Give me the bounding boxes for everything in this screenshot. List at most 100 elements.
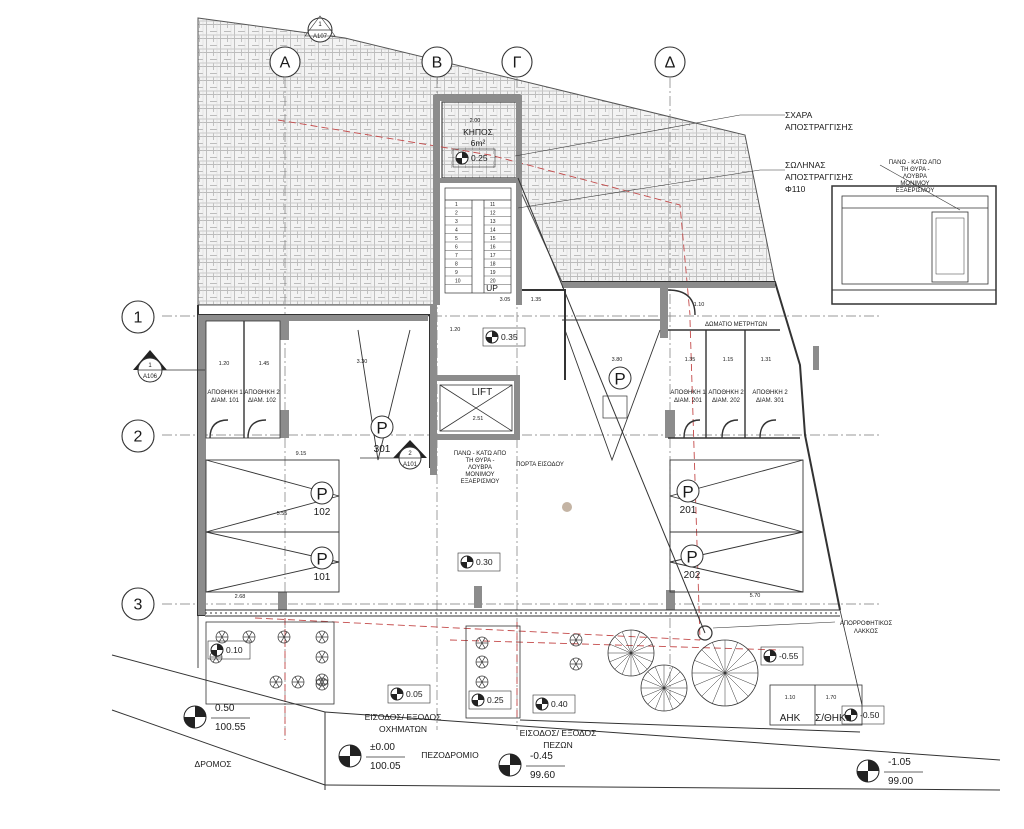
parking-number: 102	[314, 507, 331, 518]
vent-detail-box	[831, 185, 997, 305]
ped-entry-2: ΠΕΖΩΝ	[543, 740, 573, 750]
level-rel: 0.30	[476, 557, 493, 567]
garden-area-label: 6m²	[471, 138, 486, 148]
parking-number: 101	[314, 572, 331, 583]
dimension-label: 1.31	[761, 357, 772, 363]
grid-row-2: 2	[134, 429, 143, 446]
drain-note-1: ΑΠΟΡΡΟΦΗΤΙΚΟΣ	[840, 621, 893, 627]
level-abs: 99.60	[530, 770, 555, 781]
sidewalk-label: ΠΕΖΟΔΡΟΜΙΟ	[421, 750, 479, 760]
plant-icon	[242, 630, 256, 644]
stair-step-number: 1	[455, 202, 458, 208]
dimension-label: 1.15	[723, 357, 734, 363]
tree-ray	[663, 687, 681, 705]
tree-ray	[647, 671, 665, 689]
tree-ray	[614, 652, 632, 670]
pipe-line-1: ΣΩΛΗΝΑΣ	[785, 160, 826, 170]
tree-ray	[630, 643, 653, 654]
stair-step-number: 18	[490, 262, 496, 268]
grid-row-3: 3	[134, 597, 143, 614]
tree-ray	[701, 649, 726, 674]
section-sheet: A101	[403, 462, 418, 468]
room-labels: ΚΗΠΟΣ 6m² LIFT UP ΔΩΜΑΤΙΟ ΜΕΤΡΗΤΩΝ ΑΠΟΘΗ…	[207, 127, 853, 724]
stair-step-number: 13	[490, 219, 496, 225]
storage-right	[667, 289, 800, 439]
level-abs: 99.00	[888, 776, 913, 787]
dimension-label: 1.35	[531, 297, 542, 303]
pipe-line-2: ΑΠΟΣΤΡΑΓΓΙΣΗΣ	[785, 172, 853, 182]
stairs	[444, 187, 512, 294]
level-marker: -0.50	[841, 705, 885, 725]
dimension-label: 1.20	[219, 361, 230, 367]
dimension-label: 2.68	[235, 594, 246, 600]
grid-col-d: Δ	[665, 55, 676, 72]
tree-ray	[663, 666, 674, 689]
section-mark-top: 1 A107	[304, 15, 336, 43]
stair-step-number: 12	[490, 211, 496, 217]
akk-label: ΑΗΚ	[780, 713, 801, 724]
dimension-label: 2.51	[473, 416, 484, 422]
storage-1-label: ΑΠΟΘΗΚΗ 1	[207, 390, 243, 396]
level-marker: 0.35	[482, 327, 526, 347]
level-rel: 0.25	[487, 695, 504, 705]
plant-icon	[315, 630, 329, 644]
section-sheet: A107	[313, 34, 328, 40]
tree-ray	[647, 687, 665, 705]
stair-step-number: 6	[455, 245, 458, 251]
tree-ray	[621, 652, 632, 675]
dimension-label: 9.15	[296, 451, 307, 457]
plant-icon	[269, 675, 283, 689]
storage-left	[205, 320, 281, 439]
stair-step-number: 2	[455, 211, 458, 217]
tree-ray	[724, 649, 749, 674]
parking-symbol: P	[614, 370, 625, 389]
level-rel: -0.45	[530, 751, 553, 762]
section-num: 1	[318, 22, 322, 28]
stair-step-number: 11	[490, 202, 495, 208]
level-rel: 0.25	[471, 153, 488, 163]
louvre-note-1: ΠΑΝΩ - ΚΑΤΩ ΑΠΟ	[454, 451, 507, 457]
plant-icon	[475, 675, 489, 689]
detail-note-5: ΕΞΑΕΡΙΣΜΟΥ	[896, 188, 935, 194]
parking-201: P 201	[676, 479, 700, 516]
level-marker: 0.05	[387, 684, 431, 704]
grid-bubbles	[121, 46, 686, 621]
dimension-label: 2.00	[470, 118, 481, 124]
stair-step-number: 20	[490, 279, 496, 285]
louvre-note-4: ΜΟΝΙΜΟΥ	[465, 472, 494, 478]
level-rel: -0.55	[779, 651, 799, 661]
storage-r2-label: ΑΠΟΘΗΚΗ 2	[708, 390, 744, 396]
level-rel: 0.35	[501, 332, 518, 342]
parking-symbol: P	[316, 550, 327, 569]
parking-number: 202	[684, 570, 701, 581]
bins-label: Σ/ΘΗΚΗ	[815, 713, 853, 724]
tree-ray	[642, 678, 665, 689]
tree-ray	[654, 687, 665, 710]
road-lines	[111, 654, 1001, 791]
pipe-line-3: Φ110	[785, 184, 806, 194]
storage-2-label: ΑΠΟΘΗΚΗ 2	[244, 390, 280, 396]
tree-ray	[663, 671, 681, 689]
tree-ray	[694, 660, 726, 674]
grid-col-a: Α	[280, 55, 291, 72]
tree-ray	[663, 687, 674, 710]
parking-202: P 202	[680, 544, 704, 581]
tree-ray	[724, 672, 749, 697]
annotations: ΣΧΑΡΑ ΑΠΟΣΤΡΑΓΓΙΣΗΣ ΣΩΛΗΝΑΣ ΑΠΟΣΤΡΑΓΓΙΣΗ…	[195, 110, 942, 769]
parking-number: 201	[680, 505, 697, 516]
tree-rays	[608, 630, 758, 711]
section-mark-mid: 2 A101	[360, 440, 427, 470]
storage-102-label: ΔΙΑΜ. 102	[248, 398, 277, 404]
facade-strip	[197, 609, 840, 668]
storage-301-label: ΔΙΑΜ. 301	[756, 398, 785, 404]
parking-symbol: P	[686, 548, 697, 567]
detail-note-3: ΛΟΥΒΡΑ	[903, 174, 927, 180]
parking-symbol: P	[376, 419, 387, 438]
tree-ray	[654, 666, 665, 689]
level-abs: 100.05	[370, 761, 401, 772]
level-abs: 100.55	[215, 722, 246, 733]
